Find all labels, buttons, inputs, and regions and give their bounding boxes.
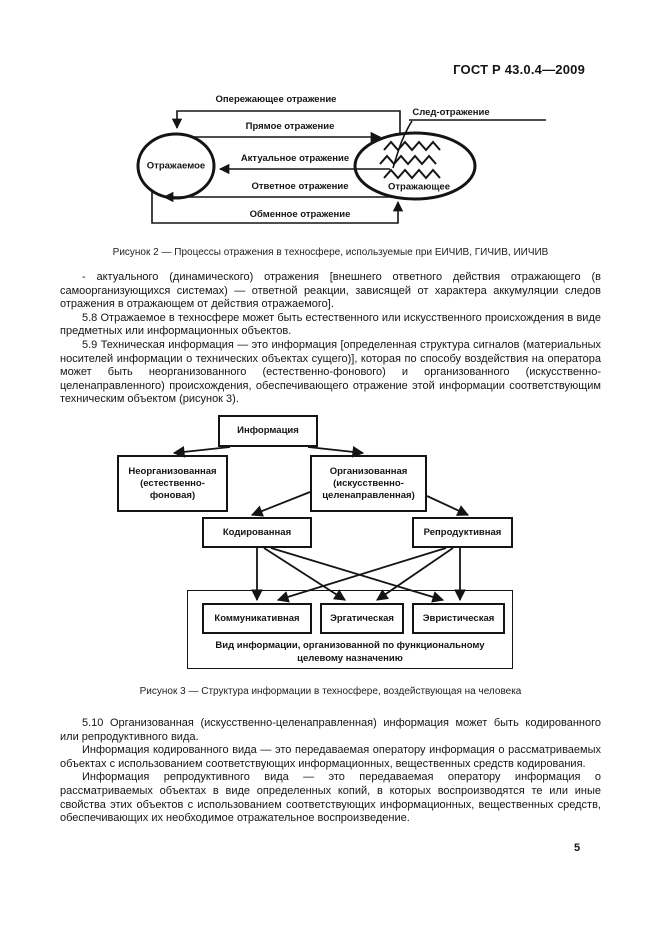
paragraph-5-9: 5.9 Техническая информация — это информа… [60, 338, 601, 406]
reflecting-ellipse [353, 131, 477, 201]
reflected-ellipse [136, 132, 216, 200]
arrow-info-organized [307, 446, 365, 458]
exchange-arrow [151, 191, 404, 224]
figure2-caption: Рисунок 2 — Процессы отражения в техносф… [112, 247, 549, 258]
direct-reflection-label: Прямое отражение [245, 121, 335, 132]
paragraph-actual-reflection: - актуального (динамического) отражения … [60, 271, 601, 311]
page-number: 5 [574, 842, 581, 854]
arrow-info-unorganized [172, 446, 231, 458]
figure2-drawing [136, 110, 546, 224]
node-heuristic: Эвристическая [412, 603, 505, 634]
reflected-node-label: Отражаемое [146, 160, 206, 172]
node-ergatic: Эргатическая [320, 603, 404, 634]
response-reflection-label: Ответное отражение [251, 181, 349, 192]
arrow-organized-coded [250, 491, 311, 517]
body-text-upper: - актуального (динамического) отражения … [60, 271, 601, 407]
anticipatory-arrow [171, 110, 401, 134]
node-reproductive: Репродуктивная [412, 517, 513, 548]
arrow-organized-reproductive [426, 495, 470, 516]
paragraph-coded-info: Информация кодированного вида — это пере… [60, 744, 601, 770]
node-communicative: Коммуникативная [202, 603, 312, 634]
anticipatory-reflection-label: Опережающее отражение [215, 94, 337, 105]
trace-zigzag-1 [383, 140, 441, 152]
paragraph-reproductive-info: Информация репродуктивного вида — это пе… [60, 771, 601, 825]
node-coded: Кодированная [202, 517, 312, 548]
trace-zigzag-3 [383, 168, 441, 180]
body-text-lower: 5.10 Организованная (искусственно-целена… [60, 717, 601, 826]
actual-reflection-label: Актуальное отражение [240, 153, 350, 164]
function-group-label: Вид информации, организованной по функци… [215, 640, 485, 664]
paragraph-5-10: 5.10 Организованная (искусственно-целена… [60, 717, 601, 743]
node-unorganized: Неорганизованная (естественно- фоновая) [117, 455, 228, 512]
node-organized: Организованная (искусственно- целенаправ… [310, 455, 427, 512]
exchange-reflection-label: Обменное отражение [249, 209, 351, 220]
trace-zigzag-2 [379, 154, 437, 166]
figure3-information-structure: Вид информации, организованной по функци… [110, 412, 560, 677]
paragraph-5-8: 5.8 Отражаемое в техносфере может быть е… [60, 311, 601, 338]
standard-number: ГОСТ Р 43.0.4—2009 [453, 62, 585, 77]
node-information: Информация [218, 415, 318, 447]
figure3-caption: Рисунок 3 — Структура информации в техно… [139, 686, 522, 697]
figure2-reflection-diagram: Опережающее отражение Прямое отражение А… [128, 90, 558, 240]
reflecting-node-label: Отражающее [388, 181, 450, 193]
trace-reflection-label: След-отражение [412, 107, 490, 118]
